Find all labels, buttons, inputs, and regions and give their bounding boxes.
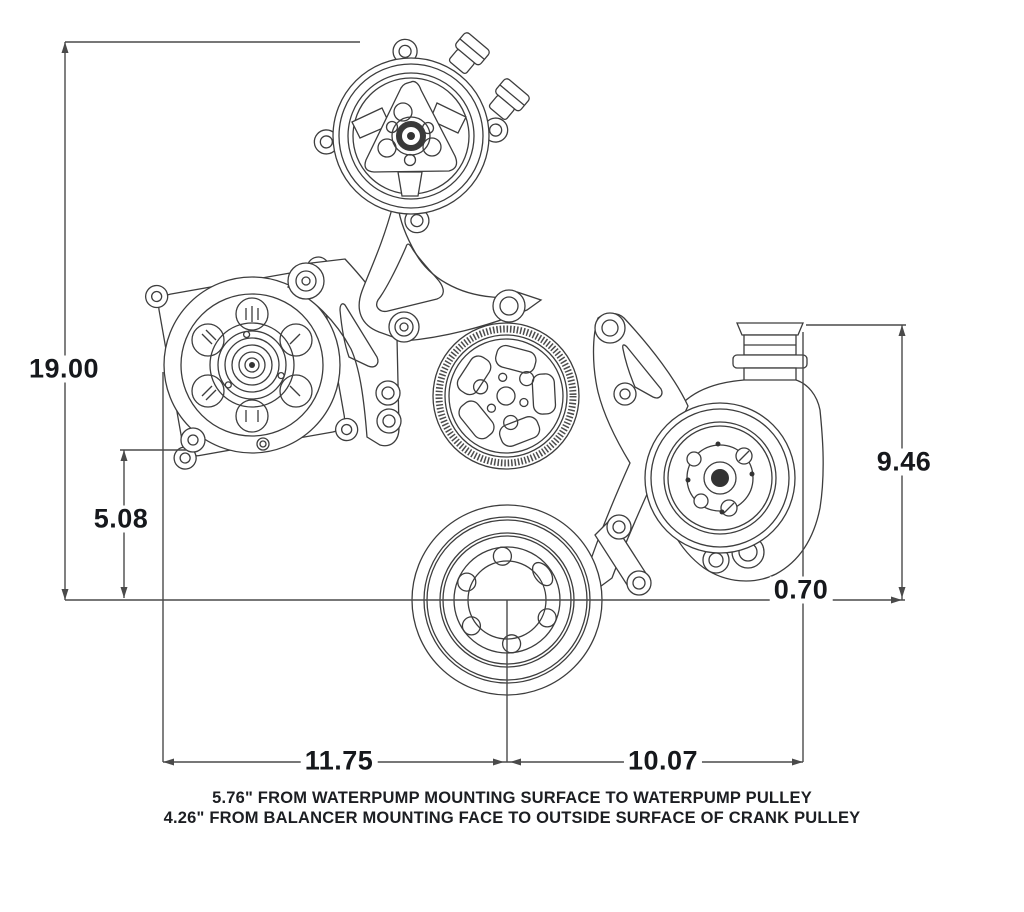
dimension-lines — [61, 41, 906, 766]
note-waterpump-depth: 5.76" FROM WATERPUMP MOUNTING SURFACE TO… — [212, 789, 812, 807]
ac-compressor — [313, 32, 543, 343]
compressor-bracket — [358, 204, 543, 343]
alternator-vents — [191, 297, 313, 433]
idler-pulley — [432, 322, 580, 470]
dim-label-crank-to-waterpump: 10.07 — [623, 747, 703, 775]
alternator-pulley — [209, 322, 295, 408]
dim-label-crank-to-alternator: 11.75 — [300, 747, 378, 775]
dim-label-overall-height: 19.00 — [24, 355, 104, 383]
thermostat-neck — [732, 322, 808, 382]
compressor-fitting-2 — [488, 78, 530, 121]
dim-label-waterpump-offset: 0.70 — [769, 576, 833, 604]
compressor-clutch — [332, 57, 490, 215]
compressor-fitting-1 — [448, 32, 490, 75]
dim-label-alternator-height: 5.08 — [89, 505, 153, 533]
dim-label-waterpump-height: 9.46 — [872, 448, 936, 476]
alternator — [145, 256, 359, 470]
waterpump-pulley — [644, 402, 796, 554]
note-balancer-depth: 4.26" FROM BALANCER MOUNTING FACE TO OUT… — [163, 809, 861, 827]
water-pump — [583, 312, 824, 596]
